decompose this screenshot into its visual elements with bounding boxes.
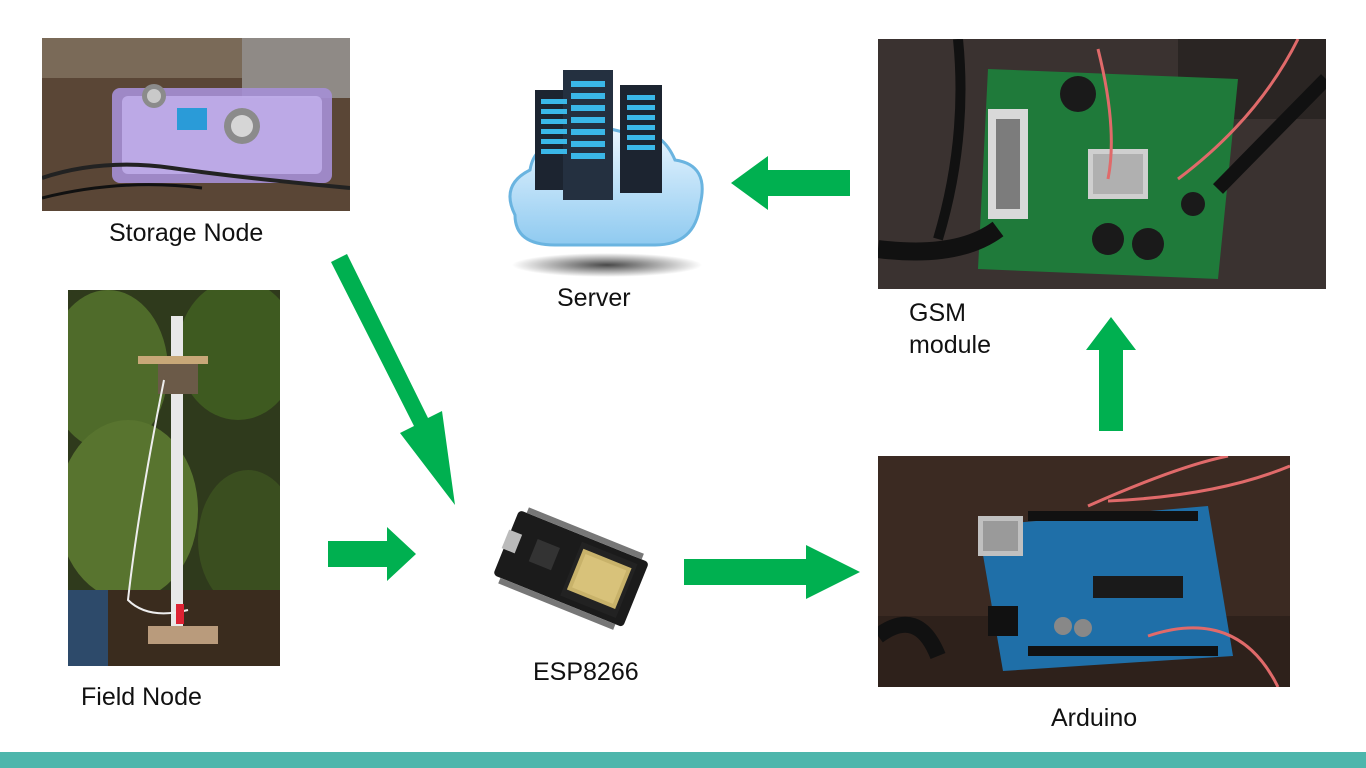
- flow-arrows: [328, 156, 1136, 599]
- server-icon: [495, 65, 720, 280]
- field-node-label: Field Node: [81, 683, 202, 711]
- gsm-module-photo: [878, 39, 1326, 289]
- esp8266-label: ESP8266: [533, 658, 639, 686]
- field-node-photo: [68, 290, 280, 666]
- gsm-label-line2: module: [909, 331, 991, 359]
- arrow-gsm-to-server: [731, 156, 850, 210]
- esp8266-board: [478, 505, 660, 637]
- storage-node-label: Storage Node: [109, 219, 264, 247]
- gsm-label-line1: GSM: [909, 299, 966, 327]
- arrow-field-to-esp: [328, 527, 416, 581]
- arduino-label: Arduino: [1051, 704, 1138, 732]
- arrow-esp-to-arduino: [684, 545, 860, 599]
- footer-bar: [0, 752, 1366, 768]
- arrow-storage-to-esp: [331, 254, 455, 505]
- server-label: Server: [557, 284, 631, 312]
- arrow-arduino-to-gsm: [1086, 317, 1136, 431]
- arduino-photo: [878, 456, 1290, 687]
- storage-node-photo: [42, 38, 350, 211]
